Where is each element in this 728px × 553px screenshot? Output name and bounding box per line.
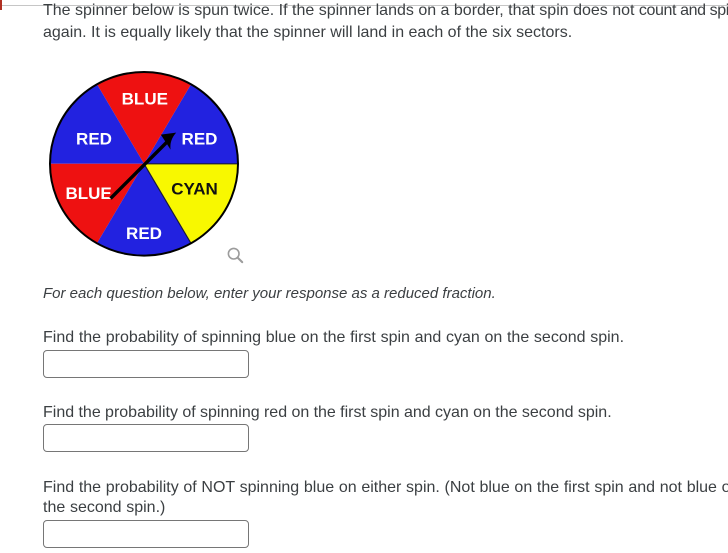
svg-text:RED: RED (126, 224, 162, 243)
svg-text:BLUE: BLUE (122, 89, 168, 108)
svg-text:RED: RED (182, 130, 218, 149)
svg-text:CYAN: CYAN (171, 180, 218, 199)
svg-text:RED: RED (76, 129, 112, 148)
svg-text:BLUE: BLUE (65, 184, 111, 203)
